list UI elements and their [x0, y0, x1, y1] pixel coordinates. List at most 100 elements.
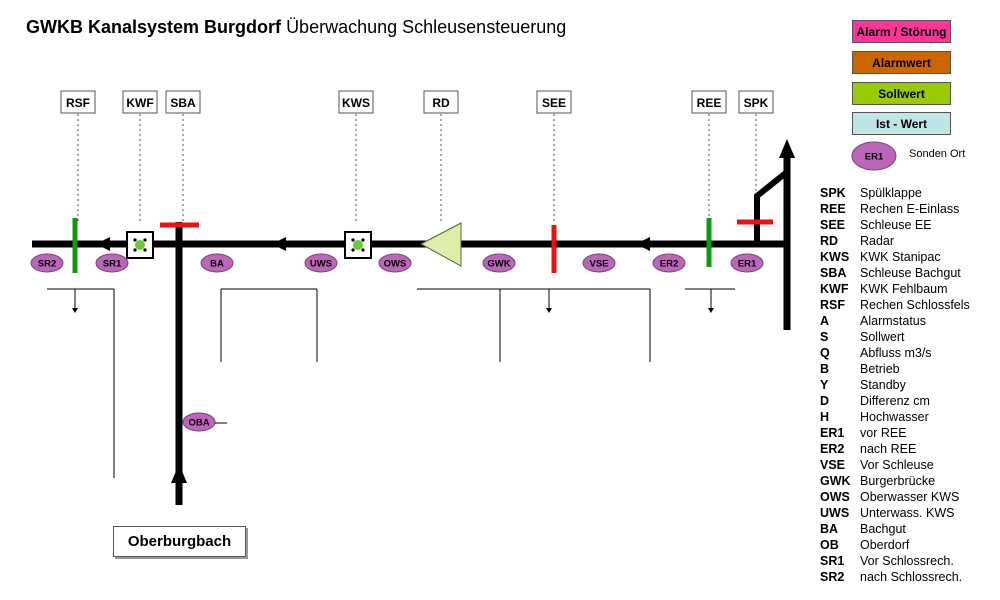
abbreviation-code: OWS [820, 490, 850, 504]
abbreviation-text: Schleuse EE [860, 218, 932, 232]
abbreviation-code: Q [820, 346, 830, 360]
spk-bypass-channel [754, 169, 789, 244]
flow-arrow-left-1 [96, 237, 110, 251]
station-ree: REE [691, 90, 727, 222]
abbreviation-text: Spülklappe [860, 186, 922, 200]
abbreviation-text: Burgerbrücke [860, 474, 936, 488]
sensor-ellipse [851, 141, 897, 171]
abbreviation-row: OWS Oberwasser KWS [820, 490, 980, 506]
station-box [122, 90, 158, 114]
outlet-arrow-down-1 [72, 308, 78, 313]
abbreviation-text: Vor Schleuse [860, 458, 934, 472]
abbreviation-text: Schleuse Bachgut [860, 266, 961, 280]
abbreviation-text: Radar [860, 234, 895, 248]
abbreviation-text: nach Schlossrech. [860, 570, 963, 584]
abbreviation-code: OB [820, 538, 839, 552]
sensor-uws: UWS [304, 253, 338, 273]
title-bold: GWKB Kanalsystem Burgdorf [26, 17, 282, 37]
station-label: RSF [66, 96, 90, 110]
abbreviation-code: SR1 [820, 554, 845, 568]
abbreviation-code: REE [820, 202, 846, 216]
sensor-label: ER1 [865, 152, 884, 163]
abbreviation-code: SBA [820, 266, 847, 280]
sensor-label: ER2 [660, 259, 678, 270]
station-rd: RD [423, 90, 459, 222]
station-label: KWF [126, 96, 153, 110]
legend-key-alarmwert: Alarmwert [852, 51, 951, 74]
sensor-ellipse [582, 253, 616, 273]
kwf-turbine-rotor [135, 240, 145, 250]
station-box [423, 90, 459, 114]
sensor-ellipse [730, 253, 764, 273]
sensor-ellipse [652, 253, 686, 273]
abbreviation-code: S [820, 330, 829, 344]
abbreviation-row: GWK Burgerbrücke [820, 474, 980, 490]
abbreviation-text: Sollwert [860, 330, 905, 344]
station-kwf: KWF [122, 90, 158, 222]
abbreviation-code: H [820, 410, 830, 424]
abbreviation-code: RD [820, 234, 839, 248]
abbreviation-code: UWS [820, 506, 850, 520]
abbreviation-row: S Sollwert [820, 330, 980, 346]
abbreviation-text: Oberwasser KWS [860, 490, 960, 504]
sensor-ellipse [378, 253, 412, 273]
sensor-label: OBA [188, 418, 209, 429]
station-box [165, 90, 201, 114]
sensor-sr2: SR2 [30, 253, 64, 273]
sensor-label: GWK [487, 259, 510, 270]
abbreviation-text: Differenz cm [860, 394, 930, 408]
abbreviation-text: Hochwasser [860, 410, 929, 424]
abbreviation-text: vor REE [860, 426, 907, 440]
sensor-er1: ER1 [730, 253, 764, 273]
station-see: SEE [536, 90, 572, 222]
abbreviation-text: Oberdorf [860, 538, 910, 552]
sensor-ellipse [30, 253, 64, 273]
abbreviation-row: OB Oberdorf [820, 538, 980, 554]
station-label: SEE [542, 96, 566, 110]
abbreviation-text: KWK Fehlbaum [860, 282, 948, 296]
kws-turbine-rotor-dot [361, 248, 365, 252]
station-kws: KWS [338, 90, 374, 222]
abbreviation-code: KWS [820, 250, 850, 264]
abbreviation-code: ER1 [820, 426, 845, 440]
sensor-gwk: GWK [482, 253, 516, 273]
abbreviation-row: H Hochwasser [820, 410, 980, 426]
abbreviation-row: RD Radar [820, 234, 980, 250]
abbreviation-text: Vor Schlossrech. [860, 554, 954, 568]
abbreviation-text: Unterwass. KWS [860, 506, 955, 520]
station-sba: SBA [165, 90, 201, 222]
abbreviation-code: ER2 [820, 442, 845, 456]
abbreviation-code: BA [820, 522, 839, 536]
station-label: KWS [342, 96, 370, 110]
station-label: SBA [170, 96, 196, 110]
sensor-ellipse [182, 412, 216, 432]
station-box [738, 90, 774, 114]
sensor-label: SR2 [38, 259, 56, 270]
sensor-oba: OBA [182, 412, 216, 432]
abbreviation-text: Alarmstatus [860, 314, 926, 328]
sensor-label: UWS [310, 259, 332, 270]
abbreviation-code: B [820, 362, 830, 376]
legend-sonden-badge: ER1 [851, 141, 897, 171]
abbreviation-row: SBA Schleuse Bachgut [820, 266, 980, 282]
abbreviation-row: UWS Unterwass. KWS [820, 506, 980, 522]
title-subtitle: Überwachung Schleusensteuerung [286, 17, 567, 37]
kws-turbine-rotor-dot [351, 238, 355, 242]
sensor-ellipse [95, 253, 129, 273]
abbreviation-row: ER1 vor REE [820, 426, 980, 442]
abbreviation-code: GWK [820, 474, 851, 488]
sensor-ellipse [304, 253, 338, 273]
sensor-vse: VSE [582, 253, 616, 273]
station-label: SPK [744, 96, 769, 110]
abbreviation-code: SEE [820, 218, 846, 232]
